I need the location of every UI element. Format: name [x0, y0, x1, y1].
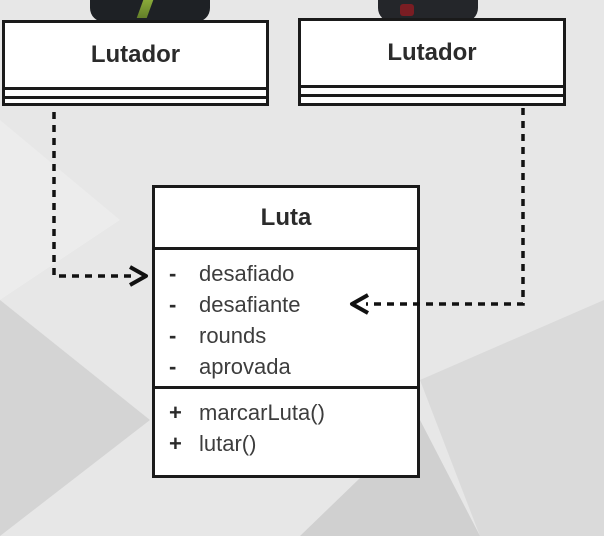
attribute-name: rounds: [199, 323, 267, 348]
attribute-list: - desafiado - desafiante - rounds - apro…: [155, 250, 417, 386]
method-divider: [5, 96, 266, 99]
attribute-row: - rounds: [169, 320, 417, 351]
method-divider: [301, 94, 563, 97]
lutador-class-left: Lutador: [2, 20, 269, 106]
class-name-luta: Luta: [260, 203, 312, 231]
attribute-name: desafiante: [199, 292, 301, 317]
attribute-divider: [155, 247, 417, 250]
visibility-symbol: +: [169, 400, 182, 425]
lutador-class-right: Lutador: [298, 18, 566, 106]
method-list: + marcarLuta() + lutar(): [155, 389, 417, 465]
fighter-photo-left: [90, 0, 210, 22]
class-name-lutador-left: Lutador: [90, 41, 181, 68]
attribute-row: - aprovada: [169, 351, 417, 382]
attribute-row: - desafiado: [169, 258, 417, 289]
visibility-symbol: -: [169, 354, 177, 379]
method-divider: [155, 386, 417, 389]
luta-class: Luta - desafiado - desafiante - rounds -…: [152, 185, 420, 478]
attribute-row: - desafiante: [169, 289, 417, 320]
visibility-symbol: -: [169, 323, 177, 348]
attribute-name: desafiado: [199, 261, 295, 286]
method-name: marcarLuta(): [199, 400, 325, 425]
fighter-photo-right: [378, 0, 478, 22]
method-row: + lutar(): [169, 428, 417, 459]
class-name-lutador-right: Lutador: [387, 39, 477, 66]
attribute-divider: [301, 85, 563, 88]
visibility-symbol: +: [169, 431, 182, 456]
visibility-symbol: -: [169, 292, 177, 317]
attribute-name: aprovada: [199, 354, 291, 379]
visibility-symbol: -: [169, 261, 177, 286]
attribute-divider: [5, 87, 266, 90]
method-name: lutar(): [199, 431, 257, 456]
method-row: + marcarLuta(): [169, 397, 417, 428]
